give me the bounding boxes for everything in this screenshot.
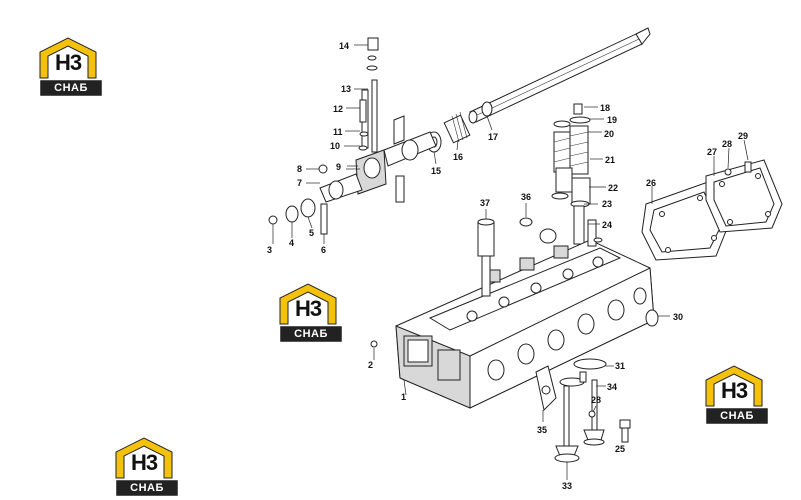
valve-guide <box>477 217 603 297</box>
callout-4: 4 <box>289 238 294 248</box>
callout-30: 30 <box>673 312 683 322</box>
logo-top-text: Н3 <box>294 296 322 321</box>
callout-29: 29 <box>738 131 748 141</box>
callout-33: 33 <box>562 481 572 491</box>
callout-13: 13 <box>341 84 351 94</box>
callout-24: 24 <box>602 220 612 230</box>
callout-25: 25 <box>615 444 625 454</box>
logo-bottom-text: СНАБ <box>706 408 768 424</box>
callout-19: 19 <box>607 115 617 125</box>
callout-3: 3 <box>267 245 272 255</box>
callout-34: 34 <box>607 382 617 392</box>
callout-35: 35 <box>537 425 547 435</box>
callout-36: 36 <box>521 192 531 202</box>
callout-28b: 28 <box>591 395 601 405</box>
logo-watermark: Н3 СНАБ <box>276 280 342 342</box>
logo-bottom-text: СНАБ <box>116 480 178 496</box>
adjuster-parts <box>358 37 379 151</box>
callout-6: 6 <box>321 245 326 255</box>
callout-1: 1 <box>401 392 406 402</box>
callouts: 14 13 12 11 10 9 8 7 3 4 5 6 15 16 17 18… <box>267 41 748 491</box>
logo-roof-icon <box>115 437 173 479</box>
logo-watermark: Н3 СНАБ <box>702 362 768 424</box>
logo-watermark: Н3 СНАБ <box>112 434 178 496</box>
callout-9: 9 <box>336 162 341 172</box>
callout-26: 26 <box>646 178 656 188</box>
callout-16: 16 <box>453 152 463 162</box>
callout-10: 10 <box>330 141 340 151</box>
callout-5: 5 <box>309 228 314 238</box>
callout-27: 27 <box>707 147 717 157</box>
callout-17: 17 <box>488 132 498 142</box>
cylinder-head <box>395 228 655 409</box>
logo-roof-icon <box>705 365 763 407</box>
leader-lines <box>272 44 749 480</box>
logo-top-text: Н3 <box>54 50 82 75</box>
callout-22: 22 <box>608 183 618 193</box>
callout-18: 18 <box>600 103 610 113</box>
callout-8: 8 <box>297 164 302 174</box>
callout-20: 20 <box>604 129 614 139</box>
rocker-end-parts <box>268 198 328 235</box>
callout-2: 2 <box>368 360 373 370</box>
logo-top-text: Н3 <box>720 378 748 403</box>
logo-top-text: Н3 <box>130 450 158 475</box>
logo-roof-icon <box>39 37 97 79</box>
valve-spring-assembly <box>551 103 591 245</box>
logo-roof-icon <box>279 283 337 325</box>
callout-37: 37 <box>480 198 490 208</box>
callout-23: 23 <box>602 199 612 209</box>
callout-11: 11 <box>333 127 343 137</box>
logo-watermark: Н3 СНАБ <box>36 34 102 96</box>
rocker-spring <box>426 101 493 153</box>
logo-bottom-text: СНАБ <box>280 326 342 342</box>
logo-bottom-text: СНАБ <box>40 80 102 96</box>
callout-31: 31 <box>615 361 625 371</box>
callout-21: 21 <box>605 155 615 165</box>
callout-15: 15 <box>431 166 441 176</box>
callout-7: 7 <box>297 178 302 188</box>
callout-12: 12 <box>333 104 343 114</box>
callout-14: 14 <box>339 41 349 51</box>
rocker-shaft <box>468 27 651 124</box>
callout-28: 28 <box>722 139 732 149</box>
valves <box>370 309 659 463</box>
cover-gasket <box>641 159 783 261</box>
